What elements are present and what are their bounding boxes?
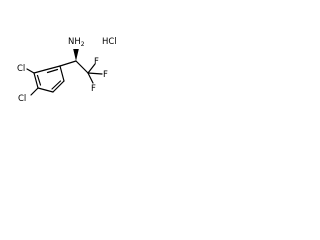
chain-bond-stereocenter-to-cf3 — [75, 60, 89, 74]
fluorine-bottom-label: F — [91, 84, 96, 94]
ring-bond — [59, 65, 65, 82]
ring-double-bond — [36, 74, 42, 86]
ring-bond — [37, 87, 54, 93]
amine-subscript: 2 — [81, 41, 85, 48]
amine-label: NH2 — [68, 37, 85, 48]
benzene-ring — [33, 65, 65, 93]
chain-bond-ring-to-stereocenter — [59, 60, 77, 67]
ccl-bond-meta — [26, 68, 35, 74]
ring-bond — [52, 80, 65, 93]
fluorine-right-label: F — [103, 70, 108, 80]
ccl-bond-para — [30, 87, 39, 96]
chlorine-meta-label: Cl — [17, 64, 25, 74]
chemical-structure: NH2 HCl Cl Cl F F F — [17, 37, 117, 104]
cf-bond-right — [87, 72, 103, 75]
cf-bond-bottom — [87, 72, 94, 84]
cf-bond-top — [87, 63, 96, 74]
ring-double-bond — [46, 68, 59, 74]
ring-bond — [44, 65, 61, 71]
fluorine-top-label: F — [94, 57, 99, 67]
ring-double-bond — [51, 80, 62, 90]
stereo-wedge-bond — [73, 49, 79, 61]
ring-bond — [33, 72, 39, 89]
hcl-salt-label: HCl — [102, 37, 117, 47]
ring-bond — [33, 69, 46, 74]
chlorine-para-label: Cl — [18, 94, 26, 104]
